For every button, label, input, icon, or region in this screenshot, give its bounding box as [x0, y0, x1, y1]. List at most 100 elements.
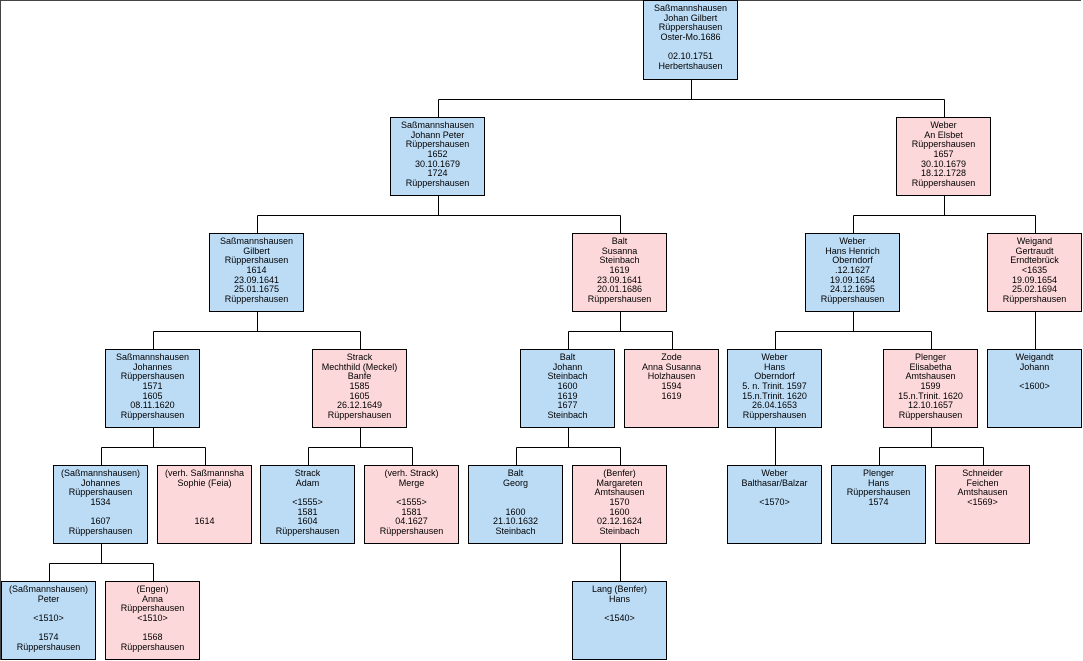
person-line: (verh. Saßmannsha: [164, 468, 245, 478]
person-line: Zode: [661, 352, 682, 362]
person-line: 26.12.1649: [336, 400, 383, 411]
person-line: (verh. Strack): [384, 468, 439, 478]
person-line: Rüppershausen: [68, 487, 133, 498]
person-line: <1510>: [137, 613, 168, 624]
person-line: Rüppershausen: [911, 139, 976, 150]
person-line: Saßmannshausen: [400, 120, 475, 130]
person-line: Johannes: [80, 477, 121, 488]
person-line: Rüppershausen: [275, 526, 340, 537]
person-line: Weigandt: [1015, 352, 1054, 362]
person-line: 30.10.1679: [414, 158, 461, 169]
person-line: 1581: [297, 506, 318, 517]
person-line: Rüppershausen: [68, 526, 133, 537]
person-line: 26.04.1653: [751, 400, 798, 411]
person-line: 24.12.1695: [829, 284, 876, 295]
person-line: Amtshausen: [957, 487, 1008, 498]
person-line: 19.09.1654: [829, 274, 876, 285]
person-line: 1677: [557, 400, 578, 411]
person-line: Adam: [295, 477, 320, 488]
person-line: Balt: [559, 352, 576, 362]
person-line: Saßmannshausen: [219, 236, 294, 246]
person-line: <1540>: [604, 613, 635, 624]
person-line: 1568: [142, 632, 163, 643]
person-line: Plenger: [914, 352, 947, 362]
person-line: Gertraudt: [1015, 245, 1054, 256]
person-line: Holzhausen: [647, 371, 696, 382]
person-line: 1570: [609, 497, 630, 508]
person-line: (Saßmannshausen): [60, 468, 141, 478]
person-line: Johann: [552, 361, 583, 372]
person-line: Plenger: [862, 468, 895, 478]
person-box[interactable]: Lang (Benfer)Hans<1540>: [572, 581, 667, 660]
person-line: 1574: [868, 497, 889, 508]
person-line: Oster-Mo.1686: [660, 32, 721, 43]
person-line: Steinbach: [495, 526, 536, 537]
person-line: 20.01.1686: [596, 284, 643, 295]
person-line: 23.09.1641: [233, 274, 280, 285]
person-line: 08.11.1620: [130, 400, 175, 411]
person-line: [469, 488, 562, 498]
person-line: 1614: [246, 265, 267, 276]
person-line: 1600: [505, 506, 526, 517]
person-line: 1600: [609, 506, 630, 517]
person-line: Rüppershausen: [846, 487, 911, 498]
person-line: Rüppershausen: [405, 139, 470, 150]
person-line: An Elsbet: [924, 129, 963, 140]
person-line: 1585: [349, 381, 370, 392]
person-line: Strack: [294, 468, 321, 478]
person-line: 02.12.1624: [596, 516, 643, 527]
person-line: (Saßmannshausen): [8, 584, 89, 594]
person-line: 1599: [920, 381, 941, 392]
person-line: Balt: [611, 236, 628, 246]
person-line: Strack: [346, 352, 373, 362]
person-line: Steinbach: [599, 255, 640, 266]
person-line: Rüppershausen: [120, 642, 185, 653]
person-line: [158, 498, 251, 508]
person-line: [158, 488, 251, 498]
person-line: <1569>: [967, 497, 998, 508]
person-line: 19.09.1654: [1011, 274, 1058, 285]
person-line: Steinbach: [599, 526, 640, 537]
person-line: 1657: [933, 149, 954, 160]
person-line: 30.10.1679: [920, 158, 967, 169]
person-line: Johann Peter: [410, 129, 465, 140]
person-line: Elisabetha: [909, 361, 952, 372]
person-line: 1574: [38, 632, 59, 643]
person-line: (Benfer): [603, 468, 636, 478]
person-line: 1581: [401, 506, 422, 517]
person-line: Rüppershausen: [120, 603, 185, 614]
person-line: 18.12.1728: [920, 168, 967, 179]
person-line: 25.02.1694: [1011, 284, 1058, 295]
person-line: Schneider: [962, 468, 1003, 478]
person-line: Rüppershausen: [587, 294, 652, 305]
person-line: Georg: [502, 477, 528, 488]
person-line: 21.10.1632: [492, 516, 539, 527]
